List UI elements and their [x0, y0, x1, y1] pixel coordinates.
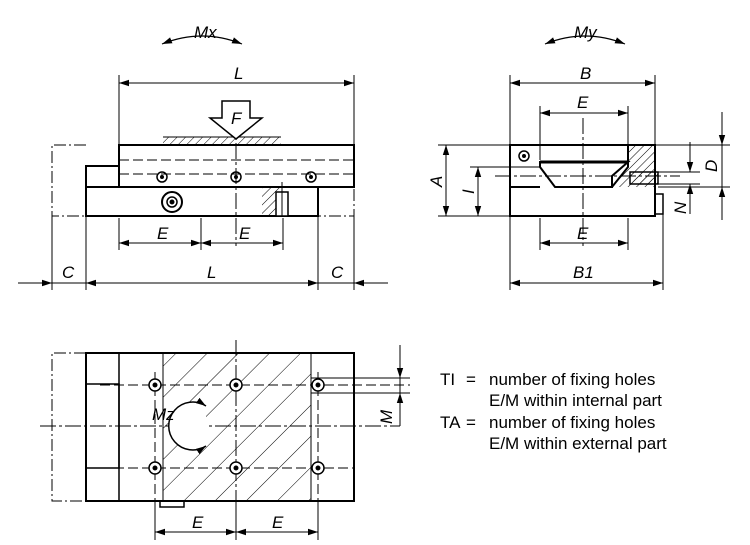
spacing-label: E	[192, 513, 204, 532]
front-phantom-right	[317, 187, 355, 217]
length-label: L	[207, 263, 216, 282]
clamp-screw	[518, 150, 530, 162]
top-view	[40, 340, 410, 540]
my-label: My	[574, 23, 598, 42]
legend-ta-line1: number of fixing holes	[489, 413, 655, 432]
mx-label: Mx	[194, 23, 217, 42]
legend-ti-line2: E/M within internal part	[489, 391, 662, 410]
screw-head	[161, 191, 183, 213]
force-label: F	[231, 109, 243, 128]
front-phantom-left	[51, 144, 86, 217]
height-i-label: I	[459, 189, 478, 194]
spacing-label: E	[157, 224, 169, 243]
mz-rotation-arrow	[167, 397, 207, 455]
hole	[230, 171, 242, 183]
width-label: B	[580, 64, 591, 83]
legend-ta-line2: E/M within external part	[489, 434, 667, 453]
m-label: M	[377, 409, 396, 424]
legend-ta-term: TA	[440, 413, 461, 432]
c-label: C	[331, 263, 344, 282]
spacing-label: E	[239, 224, 251, 243]
side-view	[438, 35, 730, 290]
front-left-end	[85, 165, 120, 188]
my-rotation-arrow	[544, 35, 626, 45]
front-view	[18, 35, 388, 290]
length-label: L	[234, 64, 243, 83]
n-label: N	[671, 201, 690, 214]
front-bottom-block	[85, 186, 319, 217]
hole	[156, 171, 168, 183]
mz-label: Mz	[152, 405, 175, 424]
d-label: D	[702, 160, 721, 172]
hole	[305, 171, 317, 183]
spacing-label: E	[577, 224, 589, 243]
legend-ti-line1: number of fixing holes	[489, 370, 655, 389]
legend: TI = number of fixing holes E/M within i…	[440, 370, 667, 453]
height-a-label: A	[427, 176, 446, 188]
legend-ta-eq: =	[466, 413, 476, 432]
force-arrow	[207, 100, 265, 140]
mx-rotation-arrow	[161, 35, 243, 45]
legend-ti-term: TI	[440, 370, 455, 389]
spacing-label: E	[577, 93, 589, 112]
legend-ti-eq: =	[466, 370, 476, 389]
width-b1-label: B1	[573, 263, 594, 282]
spacing-label: E	[272, 513, 284, 532]
c-label: C	[62, 263, 75, 282]
